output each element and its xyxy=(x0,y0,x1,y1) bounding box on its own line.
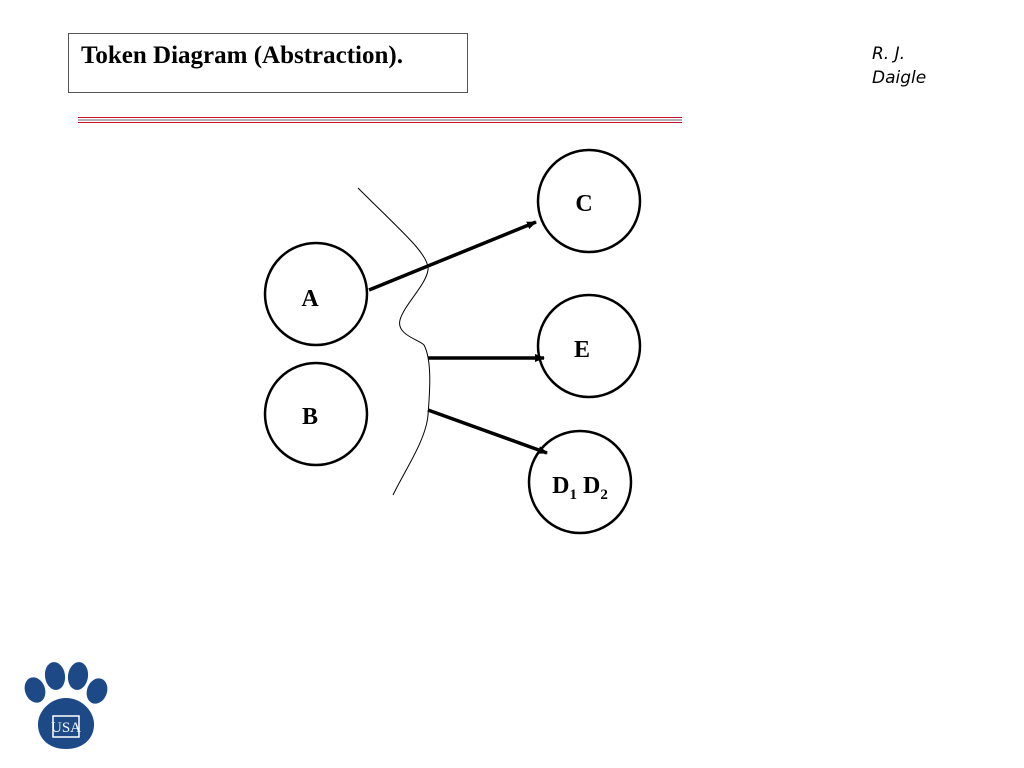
node-d-label-d2: D xyxy=(583,473,600,499)
header-rule-top xyxy=(78,117,682,118)
usa-paw-logo: USA xyxy=(24,662,108,749)
author-line-1: R. J. xyxy=(872,44,906,64)
node-c-label: C xyxy=(575,191,592,217)
node-c: C xyxy=(536,148,642,254)
header-rule-middle xyxy=(78,119,682,121)
node-a-label-text: A xyxy=(301,286,319,312)
node-d-sub-1: 1 xyxy=(570,487,578,503)
node-d-sub-2: 2 xyxy=(600,487,608,503)
edge-a-to-c xyxy=(368,220,537,292)
edge-boundary-to-d xyxy=(427,408,548,455)
node-e-label-text: E xyxy=(574,337,590,363)
paw-toe-3 xyxy=(67,662,89,690)
node-b-circle xyxy=(263,361,369,467)
node-c-label-text: C xyxy=(575,191,592,217)
node-d-circle xyxy=(527,429,633,535)
paw-logo-text: USA xyxy=(51,720,81,736)
node-e-circle xyxy=(536,293,642,399)
header-rule-bottom xyxy=(78,122,682,123)
author: R. J. Daigle xyxy=(872,42,982,90)
author-line-2: Daigle xyxy=(872,68,927,88)
node-c-circle xyxy=(536,148,642,254)
node-d-label-d1: D xyxy=(552,473,569,499)
slide-title: Token Diagram (Abstraction). xyxy=(81,42,403,69)
node-b-label-text: B xyxy=(302,404,318,430)
node-b-label: B xyxy=(302,404,318,430)
node-a-circle xyxy=(263,241,369,347)
node-a: A xyxy=(263,241,369,347)
paw-logo-badge xyxy=(52,715,80,738)
node-e-label: E xyxy=(574,337,590,363)
paw-toe-1 xyxy=(24,677,46,703)
node-a-label: A xyxy=(301,286,319,312)
slide-title-box: Token Diagram (Abstraction). xyxy=(68,33,468,93)
paw-toe-4 xyxy=(86,678,108,704)
node-b: B xyxy=(263,361,369,467)
node-e: E xyxy=(536,293,642,399)
paw-pad xyxy=(37,698,95,749)
abstraction-boundary-curve xyxy=(357,187,431,496)
paw-toe-2 xyxy=(44,662,66,690)
